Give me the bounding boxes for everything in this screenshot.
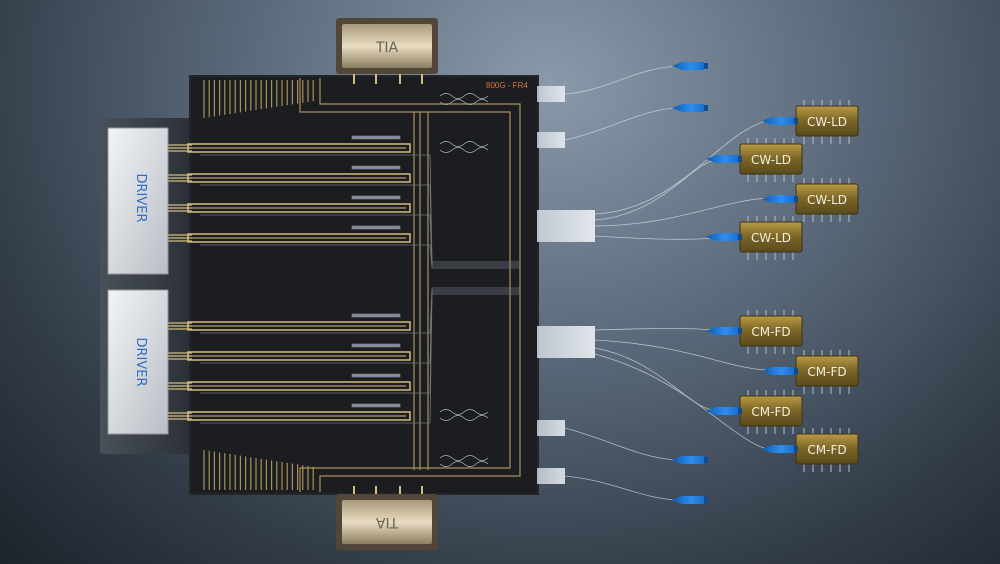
driver-top-label: DRIVER [133,173,148,222]
modulator-electrode [166,351,411,361]
mzi-block [439,455,489,467]
fiber-connector [706,407,742,415]
photodiode-1: CM-FD [706,310,803,354]
fiber-couplers [537,86,595,484]
photodiode-1-label: CM-FD [751,325,790,339]
cw-laser-2: CW-LD [706,138,803,182]
cw-laser-3-label: CW-LD [807,193,847,207]
tia-top: TIA [336,18,438,74]
fiber-connector [672,456,708,464]
modulator-electrode [166,143,411,153]
optical-fibers [564,65,771,501]
photodiode-4-label: CM-FD [807,443,846,457]
fiber-connector [672,62,708,70]
modulator-electrode [166,321,411,331]
tia-bottom: TIA [336,494,438,550]
fiber-array-tx [537,210,595,242]
mzi-block [439,93,489,105]
modulator-electrode [166,381,411,391]
fiber-connector [762,445,798,453]
fiber-connector [706,327,742,335]
chip-label: 800G - FR4 [486,81,528,90]
modulator-electrode [166,203,411,213]
cw-laser-4: CW-LD [706,216,803,260]
photonic-chip: 800G - FR4 [166,68,539,500]
cw-laser-2-label: CW-LD [751,153,791,167]
fiber-array-rx [537,326,595,358]
fiber-connector [762,367,798,375]
modulator-electrode [166,411,411,421]
modulator-electrode [166,233,411,243]
photodiode-3: CM-FD [706,390,803,434]
photodiode-2: CM-FD [762,350,859,394]
cw-laser-3: CW-LD [762,178,859,222]
fiber-connector [706,233,742,241]
cw-laser-1-label: CW-LD [807,115,847,129]
fiber-connector [672,104,708,112]
driver-top: DRIVER [107,127,169,275]
driver-bottom: DRIVER [107,289,169,435]
cw-laser-4-label: CW-LD [751,231,791,245]
photodiode-4: CM-FD [762,428,859,472]
mzi-block [439,409,489,421]
mzi-block [439,141,489,153]
tia-top-label: TIA [375,40,399,56]
photodiode-2-label: CM-FD [807,365,846,379]
photodiode-3-label: CM-FD [751,405,790,419]
modulator-electrode [166,173,411,183]
cw-laser-1: CW-LD [762,100,859,144]
fiber-connector [762,117,798,125]
fiber-connector [672,496,708,504]
tia-bottom-label: TIA [375,514,399,530]
fiber-connector [706,155,742,163]
fiber-connector [762,195,798,203]
driver-bottom-label: DRIVER [133,337,148,386]
